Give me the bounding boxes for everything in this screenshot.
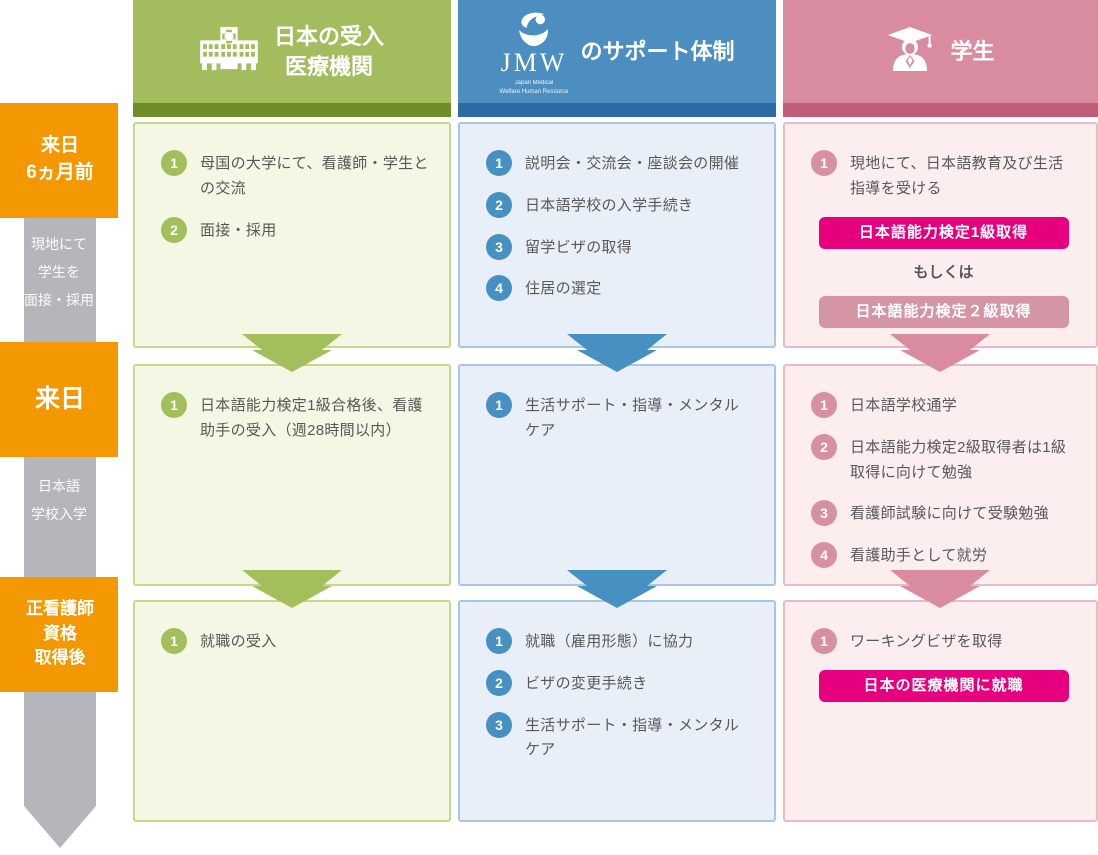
- header-title: 学生: [950, 38, 995, 64]
- box-jmw-phase2: 1 生活サポート・指導・メンタルケア: [458, 364, 776, 586]
- milestone-label: 来日: [34, 384, 85, 413]
- step-text: 面接・採用: [200, 221, 277, 239]
- jmw-logo-text: JMW: [500, 47, 568, 77]
- step-item: 2 面接・採用: [161, 216, 429, 244]
- step-item: 1 現地にて、日本語教育及び生活指導を受ける: [811, 150, 1076, 202]
- timeline-ribbon: [24, 160, 96, 848]
- down-arrow-icon: [567, 334, 667, 372]
- step-text: 生活サポート・指導・メンタルケア: [525, 716, 740, 759]
- step-item: 1 日本語学校通学: [811, 392, 1076, 419]
- badge-jlpt-n2: 日本語能力検定２級取得: [818, 295, 1069, 328]
- milestone-label: 来日 6ヵ月前: [26, 135, 94, 183]
- header-title: のサポート体制: [580, 38, 735, 64]
- badge-jlpt-n1: 日本語能力検定1級取得: [818, 216, 1069, 249]
- step-item: 1 説明会・交流会・座談会の開催: [486, 150, 754, 177]
- header-hospital: 日本の受入 医療機関: [133, 0, 451, 103]
- down-arrow-icon: [890, 334, 990, 372]
- step-number: 3: [486, 711, 512, 738]
- step-item: 2 日本語学校の入学手続き: [486, 191, 754, 219]
- down-arrow-icon: [567, 570, 667, 608]
- step-number: 1: [811, 392, 837, 418]
- step-text: 母国の大学にて、看護師・学生との交流: [200, 155, 429, 197]
- header-student: 学生: [783, 0, 1098, 103]
- header-underline: [133, 103, 451, 117]
- step-item: 2 ビザの変更手続き: [486, 669, 754, 697]
- box-hospital-phase3: 1 就職の受入: [133, 600, 451, 822]
- down-arrow-icon: [890, 570, 990, 608]
- milestone-label: 正看護師 資格 取得後: [26, 599, 94, 668]
- step-number: 3: [811, 500, 837, 527]
- milestone-circle-arrival: 来日: [7, 346, 113, 452]
- jmw-logo-icon: JMW Japan Medical Welfare Human Resource: [499, 11, 569, 97]
- step-item: 1 就職（雇用形態）に協力: [486, 628, 754, 655]
- badge-employment: 日本の医療機関に就職: [818, 669, 1069, 702]
- graduate-icon: [886, 25, 934, 78]
- header-underline: [458, 103, 776, 117]
- step-number: 1: [161, 150, 187, 176]
- step-item: 1 生活サポート・指導・メンタルケア: [486, 392, 754, 444]
- step-text: 日本語学校の入学手続き: [525, 196, 694, 214]
- header-underline: [783, 103, 1098, 117]
- header-title: 日本の受入 医療機関: [273, 23, 384, 79]
- step-text: 生活サポート・指導・メンタルケア: [525, 397, 740, 439]
- milestone-circle-after-license: 正看護師 資格 取得後: [7, 581, 113, 687]
- step-text: 看護助手として就労: [850, 547, 988, 564]
- step-item: 1 日本語能力検定1級合格後、看護助手の受入（週28時間以内）: [161, 392, 429, 444]
- step-number: 1: [161, 392, 187, 418]
- step-item: 4 看護助手として就労: [811, 542, 1076, 569]
- step-number: 1: [486, 628, 512, 654]
- step-number: 2: [486, 669, 512, 696]
- step-number: 2: [161, 216, 187, 243]
- box-hospital-phase1: 1 母国の大学にて、看護師・学生との交流 2 面接・採用: [133, 122, 451, 348]
- step-number: 1: [486, 150, 512, 176]
- step-text: 日本語能力検定2級取得者は1級取得に向けて勉強: [850, 438, 1067, 481]
- milestone-sub-label: 日本語 学校入学: [31, 478, 87, 522]
- step-item: 1 母国の大学にて、看護師・学生との交流: [161, 150, 429, 202]
- step-item: 3 看護師試験に向けて受験勉強: [811, 500, 1076, 527]
- step-text: 留学ビザの取得: [525, 238, 633, 256]
- step-number: 1: [811, 150, 837, 176]
- step-text: ワーキングビザを取得: [850, 633, 1003, 650]
- jmw-tagline: Japan Medical Welfare Human Resource: [499, 79, 569, 95]
- step-item: 4 住居の選定: [486, 275, 754, 302]
- step-text: 就職の受入: [200, 633, 277, 650]
- step-item: 2 日本語能力検定2級取得者は1級取得に向けて勉強: [811, 433, 1076, 486]
- box-hospital-phase2: 1 日本語能力検定1級合格後、看護助手の受入（週28時間以内）: [133, 364, 451, 586]
- step-text: ビザの変更手続き: [525, 674, 648, 692]
- step-number: 2: [811, 433, 837, 460]
- down-arrow-icon: [242, 334, 342, 372]
- step-text: 説明会・交流会・座談会の開催: [525, 155, 740, 172]
- step-text: 看護師試験に向けて受験勉強: [850, 505, 1049, 523]
- box-jmw-phase1: 1 説明会・交流会・座談会の開催 2 日本語学校の入学手続き 3 留学ビザの取得…: [458, 122, 776, 348]
- step-item: 1 ワーキングビザを取得: [811, 628, 1076, 655]
- step-item: 1 就職の受入: [161, 628, 429, 655]
- step-text: 就職（雇用形態）に協力: [525, 633, 694, 650]
- step-number: 4: [811, 542, 837, 568]
- step-item: 3 留学ビザの取得: [486, 233, 754, 261]
- step-text: 現地にて、日本語教育及び生活指導を受ける: [850, 155, 1064, 197]
- step-text: 日本語能力検定1級合格後、看護助手の受入（週28時間以内）: [200, 397, 423, 439]
- step-number: 4: [486, 275, 512, 302]
- milestone-sub-label: 現地にて 学生を 面接・採用: [24, 236, 94, 308]
- box-student-phase3: 1 ワーキングビザを取得 日本の医療機関に就職: [783, 600, 1098, 822]
- box-student-phase1: 1 現地にて、日本語教育及び生活指導を受ける 日本語能力検定1級取得 もしくは …: [783, 122, 1098, 348]
- step-text: 住居の選定: [525, 280, 602, 298]
- hospital-icon: [200, 25, 258, 78]
- step-item: 3 生活サポート・指導・メンタルケア: [486, 711, 754, 764]
- milestone-circle-before-arrival: 来日 6ヵ月前: [7, 107, 113, 213]
- box-jmw-phase3: 1 就職（雇用形態）に協力 2 ビザの変更手続き 3 生活サポート・指導・メンタ…: [458, 600, 776, 822]
- step-number: 1: [811, 628, 837, 654]
- box-student-phase2: 1 日本語学校通学 2 日本語能力検定2級取得者は1級取得に向けて勉強 3 看護…: [783, 364, 1098, 586]
- header-jmw: JMW Japan Medical Welfare Human Resource…: [458, 0, 776, 103]
- step-text: 日本語学校通学: [850, 397, 958, 414]
- or-label: もしくは: [913, 263, 974, 281]
- step-number: 3: [486, 233, 512, 260]
- down-arrow-icon: [242, 570, 342, 608]
- step-number: 1: [486, 392, 512, 418]
- step-number: 2: [486, 191, 512, 218]
- step-number: 1: [161, 628, 187, 654]
